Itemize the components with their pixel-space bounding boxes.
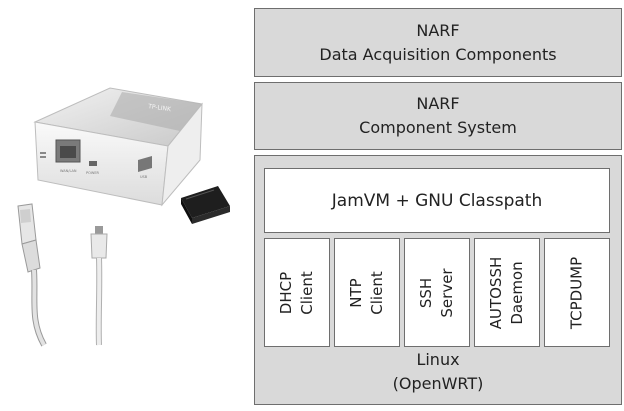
jvm-label: JamVM + GNU Classpath (331, 190, 543, 211)
service-dhcp-client: DHCP Client (264, 238, 330, 347)
linux-layer-label: Linux (OpenWRT) (254, 348, 622, 396)
power-port (89, 161, 97, 166)
service-name: AUTOSSH (487, 256, 505, 329)
acquisition-layer-title: NARF (416, 20, 460, 40)
router-brand-logo: TP-LINK (147, 103, 173, 113)
component-system-title: NARF (416, 94, 460, 113)
service-name: NTP (347, 277, 365, 308)
service-name: SSH (417, 277, 435, 308)
narf-data-acquisition-layer: NARF Data Acquisition Components (254, 8, 622, 77)
router-top-panel (110, 92, 202, 131)
usb-wifi-dongle (181, 186, 230, 224)
linux-subtitle: (OpenWRT) (392, 374, 484, 393)
service-role: Server (438, 267, 456, 318)
service-ntp-client: NTP Client (334, 238, 400, 347)
power-port-label: POWER (86, 171, 100, 175)
hardware-svg: TP-LINK WAN/LAN POWER USB (17, 87, 230, 347)
micro-usb-cable (90, 226, 108, 346)
service-ssh-server: SSH Server (404, 238, 470, 347)
jamvm-classpath-box: JamVM + GNU Classpath (264, 168, 610, 233)
hardware-illustration: TP-LINK WAN/LAN POWER USB (0, 0, 250, 407)
service-role: Client (368, 270, 386, 315)
service-name: DHCP (277, 271, 295, 314)
ethernet-cable (17, 203, 47, 347)
narf-component-system-layer: NARF Component System (254, 82, 622, 150)
service-tcpdump: TCPDUMP (544, 238, 610, 347)
component-system-subtitle: Component System (359, 118, 517, 137)
usb-port (138, 156, 152, 172)
acquisition-layer-subtitle: Data Acquisition Components (319, 44, 557, 64)
wan-lan-port-label: WAN/LAN (60, 169, 77, 173)
service-role: Daemon (508, 260, 526, 325)
service-name: TCPDUMP (567, 256, 586, 329)
usb-port-label: USB (140, 175, 148, 179)
service-autossh-daemon: AUTOSSH Daemon (474, 238, 540, 347)
software-stack-diagram: NARF Data Acquisition Components NARF Co… (254, 8, 622, 405)
service-role: Client (298, 270, 316, 315)
router-device: TP-LINK WAN/LAN POWER USB (33, 87, 203, 207)
linux-title: Linux (416, 350, 460, 369)
